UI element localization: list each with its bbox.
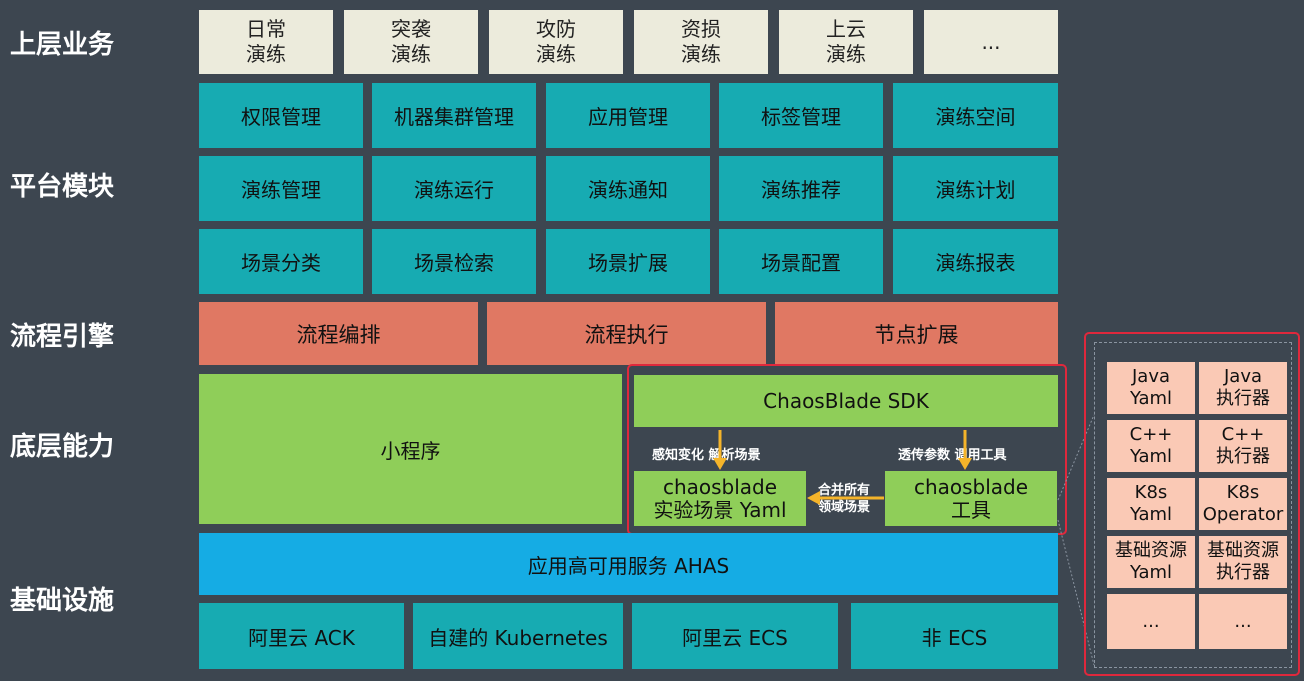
infra-item: 非 ECS	[851, 603, 1058, 669]
business-item-line2: 演练	[681, 42, 721, 66]
infra-item: 阿里云 ECS	[632, 603, 838, 669]
perceive-label: 感知变化 解析场景	[652, 448, 761, 463]
platform-item: 演练通知	[546, 156, 710, 221]
side-box-line2: 执行器	[1216, 446, 1270, 467]
business-item-line1: 日常	[246, 17, 286, 41]
side-box-line2: 执行器	[1216, 562, 1270, 583]
side-box-more-right: ...	[1199, 594, 1287, 649]
business-item-line1: 攻防	[536, 17, 576, 41]
chaosblade-tool-line2: 工具	[951, 497, 991, 522]
side-box-line1: Java	[1131, 366, 1171, 387]
business-item-line1: 上云	[826, 17, 866, 41]
business-item: 日常演练	[199, 10, 333, 74]
side-box-line2: Yaml	[1129, 504, 1173, 525]
platform-item: 权限管理	[199, 83, 363, 148]
side-box-line1: C++	[1129, 424, 1173, 445]
side-box-line2: Yaml	[1129, 388, 1173, 409]
platform-item: 应用管理	[546, 83, 710, 148]
side-panel-frame	[1084, 332, 1300, 676]
side-box-line1: 基础资源	[1207, 540, 1279, 561]
side-box-line2: Yaml	[1129, 562, 1173, 583]
platform-item: 场景检索	[372, 229, 536, 294]
engine-item: 节点扩展	[775, 302, 1058, 365]
side-panel-inner-frame	[1094, 342, 1292, 668]
side-box-line1: K8s	[1134, 482, 1168, 503]
chaosblade-yaml-line1: chaosblade	[662, 474, 778, 499]
business-item-line2: 演练	[391, 42, 431, 66]
business-item: 攻防演练	[489, 10, 623, 74]
platform-item: 演练空间	[893, 83, 1058, 148]
layer-label-business: 上层业务	[10, 30, 115, 60]
side-box-line1: 基础资源	[1115, 540, 1187, 561]
platform-item: 演练推荐	[719, 156, 883, 221]
business-item: 资损演练	[634, 10, 768, 74]
engine-item: 流程执行	[487, 302, 766, 365]
mini-program-box: 小程序	[199, 374, 622, 524]
side-box-cpp-yaml: C++Yaml	[1107, 420, 1195, 472]
platform-item: 场景扩展	[546, 229, 710, 294]
business-item-line2: 演练	[826, 42, 866, 66]
business-item-line1: 资损	[681, 17, 721, 41]
chaosblade-sdk-box: ChaosBlade SDK	[634, 375, 1058, 427]
layer-label-capability: 底层能力	[10, 432, 115, 462]
side-box-base-executor: 基础资源执行器	[1199, 536, 1287, 588]
business-item-line1: 突袭	[391, 17, 431, 41]
layer-label-infra: 基础设施	[10, 586, 115, 616]
infra-item: 阿里云 ACK	[199, 603, 404, 669]
ahas-bar: 应用高可用服务 AHAS	[199, 533, 1058, 595]
merge-label: 合并所有 领域场景	[818, 482, 870, 516]
platform-item: 标签管理	[719, 83, 883, 148]
side-box-more-left: ...	[1107, 594, 1195, 649]
side-box-line2: 执行器	[1216, 388, 1270, 409]
business-item-line1: ...	[981, 29, 1001, 54]
infra-item: 自建的 Kubernetes	[413, 603, 623, 669]
chaosblade-tool-line1: chaosblade	[913, 474, 1029, 499]
business-item: 突袭演练	[344, 10, 478, 74]
merge-label-line2: 领域场景	[818, 500, 871, 515]
side-box-line1: C++	[1221, 424, 1265, 445]
business-item: 上云演练	[779, 10, 913, 74]
business-item-line2: 演练	[246, 42, 286, 66]
side-box-line2: Yaml	[1129, 446, 1173, 467]
engine-item: 流程编排	[199, 302, 478, 365]
chaosblade-tool-box: chaosblade 工具	[885, 471, 1057, 526]
business-item-line2: 演练	[536, 42, 576, 66]
side-box-cpp-executor: C++执行器	[1199, 420, 1287, 472]
platform-item: 场景分类	[199, 229, 363, 294]
side-box-line2: Operator	[1202, 504, 1284, 525]
platform-item: 演练管理	[199, 156, 363, 221]
layer-label-engine: 流程引擎	[10, 322, 115, 352]
passthrough-label: 透传参数 调用工具	[898, 448, 1007, 463]
side-box-line1: K8s	[1226, 482, 1260, 503]
layer-label-platform: 平台模块	[10, 172, 115, 202]
merge-label-line1: 合并所有	[818, 483, 871, 498]
side-box-line1: Java	[1223, 366, 1263, 387]
platform-item: 演练计划	[893, 156, 1058, 221]
platform-item: 机器集群管理	[372, 83, 536, 148]
platform-item: 演练运行	[372, 156, 536, 221]
side-box-line1: ...	[1142, 610, 1160, 632]
side-box-line1: ...	[1234, 610, 1252, 632]
business-item: ...	[924, 10, 1058, 74]
chaosblade-yaml-box: chaosblade 实验场景 Yaml	[634, 471, 806, 526]
platform-item: 演练报表	[893, 229, 1058, 294]
chaosblade-yaml-line2: 实验场景 Yaml	[653, 497, 787, 522]
platform-item: 场景配置	[719, 229, 883, 294]
